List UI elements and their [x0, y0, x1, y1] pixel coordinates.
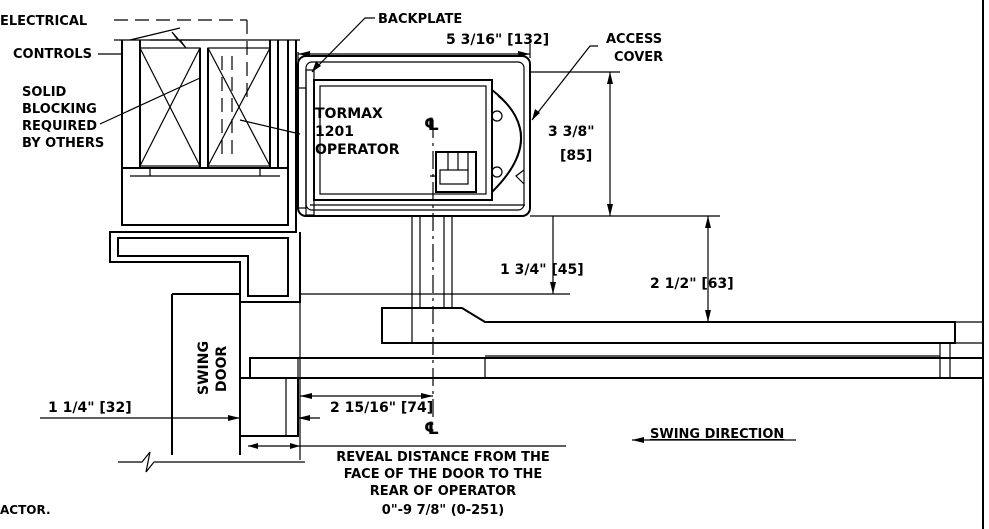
dim-height-right-1: 3 3/8"	[548, 124, 595, 140]
label-cover: COVER	[614, 50, 663, 65]
label-reveal-3: REAR OF OPERATOR	[370, 484, 516, 499]
label-required: REQUIRED	[22, 119, 97, 134]
label-swing-direction: SWING DIRECTION	[650, 427, 784, 442]
leader-lines	[98, 17, 598, 135]
dim-1-1-4: 1 1/4" [32]	[48, 400, 132, 416]
labels: ELECTRICAL CONTROLS SOLID BLOCKING REQUI…	[0, 12, 784, 518]
operator-housing	[297, 55, 531, 217]
label-footnote-fragment: ACTOR.	[0, 503, 51, 517]
swing-door	[118, 293, 305, 473]
label-reveal-4: 0"-9 7/8" (0-251)	[382, 503, 504, 518]
label-tormax: TORMAX	[315, 106, 383, 122]
dim-1-3-4: 1 3/4" [45]	[500, 262, 584, 278]
arm-assembly	[249, 216, 984, 379]
label-controls: CONTROLS	[13, 47, 92, 62]
dimension-lines	[40, 44, 796, 449]
label-swing: SWING	[196, 341, 212, 395]
label-1201: 1201	[315, 124, 354, 140]
dim-2-15-16: 2 15/16" [74]	[330, 400, 433, 416]
label-reveal-1: REVEAL DISTANCE FROM THE	[336, 450, 549, 465]
label-by-others: BY OTHERS	[22, 136, 104, 151]
centerline-symbol-top: ℄	[424, 115, 439, 135]
dim-height-right-2: [85]	[560, 148, 592, 164]
label-backplate: BACKPLATE	[378, 12, 462, 27]
dim-width-top: 5 3/16" [132]	[446, 32, 549, 48]
centerline-symbol-bottom: ℄	[424, 419, 439, 439]
label-electrical: ELECTRICAL	[0, 14, 87, 29]
dim-2-1-2: 2 1/2" [63]	[650, 276, 734, 292]
wall-structure	[109, 27, 315, 303]
electrical-box	[114, 19, 248, 160]
label-access: ACCESS	[606, 32, 662, 47]
label-reveal-2: FACE OF THE DOOR TO THE	[344, 467, 543, 482]
label-blocking: BLOCKING	[22, 102, 97, 117]
label-door: DOOR	[214, 346, 230, 392]
label-operator: OPERATOR	[315, 142, 400, 158]
label-solid: SOLID	[22, 85, 67, 100]
